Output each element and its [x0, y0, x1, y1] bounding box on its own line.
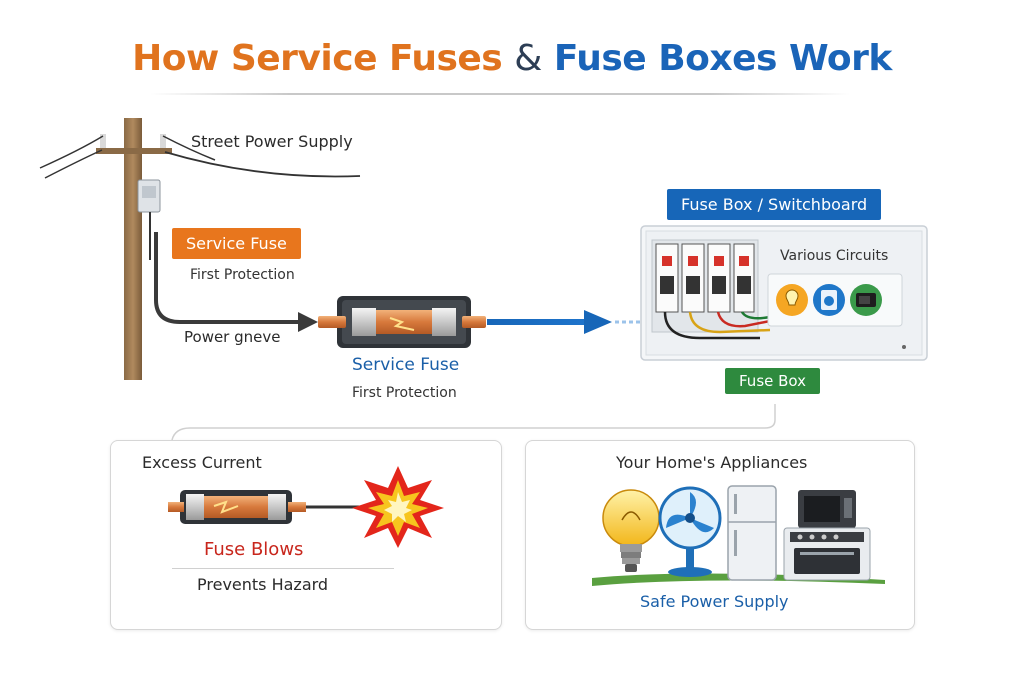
appliances-title: Your Home's Appliances [616, 453, 808, 472]
service-cable [154, 232, 300, 324]
refrigerator-icon [727, 485, 777, 581]
title-divider [150, 93, 850, 95]
service-fuse-label: Service Fuse [352, 355, 460, 375]
blown-fuse-icon [168, 490, 368, 524]
explosion-icon [352, 466, 444, 548]
service-fuse-tag-sublabel: First Protection [190, 267, 295, 283]
excess-divider [172, 568, 394, 569]
service-fuse-sublabel: First Protection [352, 385, 457, 401]
prevents-hazard-label: Prevents Hazard [197, 575, 329, 594]
title-part2: Fuse Boxes Work [553, 38, 892, 79]
various-circuits-label: Various Circuits [780, 248, 889, 264]
fuse-box-header: Fuse Box / Switchboard [667, 189, 882, 220]
service-fuse-icon [318, 296, 486, 348]
power-line-label: Power gneve [184, 328, 281, 346]
fuse-box-footer-tag: Fuse Box [725, 368, 821, 394]
page-title: How Service Fuses & Fuse Boxes Work [0, 38, 1024, 79]
light-bulb-icon [602, 489, 660, 572]
service-fuse-tag: Service Fuse [172, 228, 301, 259]
safe-power-label: Safe Power Supply [640, 592, 789, 611]
fan-icon [658, 486, 722, 577]
excess-current-title: Excess Current [142, 453, 262, 472]
utility-pole-icon [39, 118, 361, 380]
appliances-illustration [592, 485, 885, 586]
fuse-blows-label: Fuse Blows [204, 539, 304, 560]
street-power-label: Street Power Supply [191, 132, 353, 151]
power-flow-arrowhead-icon [584, 310, 612, 334]
cable-arrowhead-icon [298, 312, 318, 332]
fuse-box-icon [640, 225, 928, 361]
title-ampersand: & [514, 38, 542, 79]
title-part1: How Service Fuses [132, 38, 503, 79]
microwave-oven-icon [783, 490, 871, 581]
power-flow-arrow [487, 319, 587, 325]
